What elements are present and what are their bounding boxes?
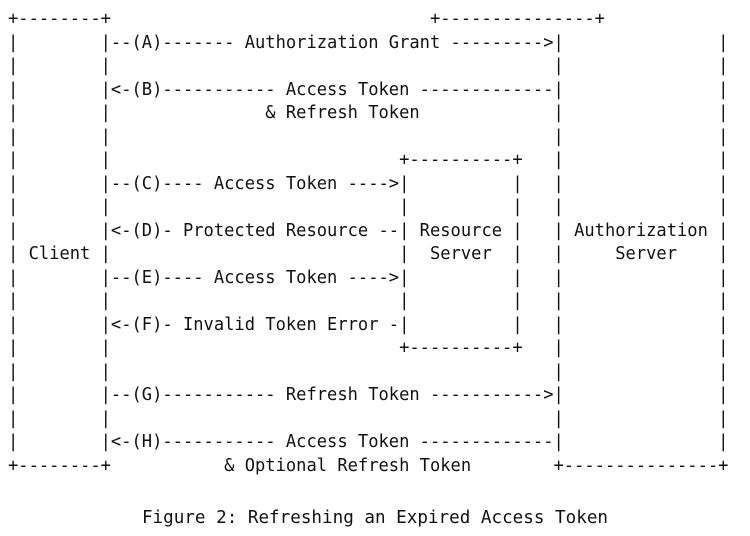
diagram-line: | | +----------+ | | [8, 338, 729, 358]
diagram-line: | | & Refresh Token | | [8, 103, 729, 123]
diagram-line: | |<-(B)----------- Access Token -------… [8, 79, 729, 100]
diagram-line: +--------+ +---------------+ [8, 9, 605, 29]
diagram-line: | | | | | | [8, 291, 729, 311]
diagram-line: | |--(E)---- Access Token ---->| | | | [8, 267, 729, 288]
diagram-line: | | | | [8, 126, 729, 147]
diagram-line: | Client | | Server | | Server | [8, 244, 729, 264]
diagram-line: | |--(A)------- Authorization Grant ----… [8, 32, 729, 53]
diagram-line: | | +----------+ | | [8, 150, 729, 170]
figure-caption: Figure 2: Refreshing an Expired Access T… [141, 508, 609, 528]
diagram-line: | |<-(H)----------- Access Token -------… [8, 432, 729, 452]
diagram-line: +--------+ & Optional Refresh Token +---… [8, 455, 729, 476]
diagram-line: | | | | [8, 408, 729, 429]
diagram-line: | |<-(D)- Protected Resource --| Resourc… [8, 220, 729, 241]
diagram-line: | | | | [8, 361, 729, 382]
diagram-line: | |<-(F)- Invalid Token Error -| | | | [8, 314, 729, 335]
diagram-line: | | | | [8, 56, 729, 76]
diagram-line: | |--(G)----------- Refresh Token ------… [8, 385, 729, 405]
diagram-line: | | | | | | [8, 197, 729, 217]
diagram-line: | |--(C)---- Access Token ---->| | | | [8, 173, 729, 194]
